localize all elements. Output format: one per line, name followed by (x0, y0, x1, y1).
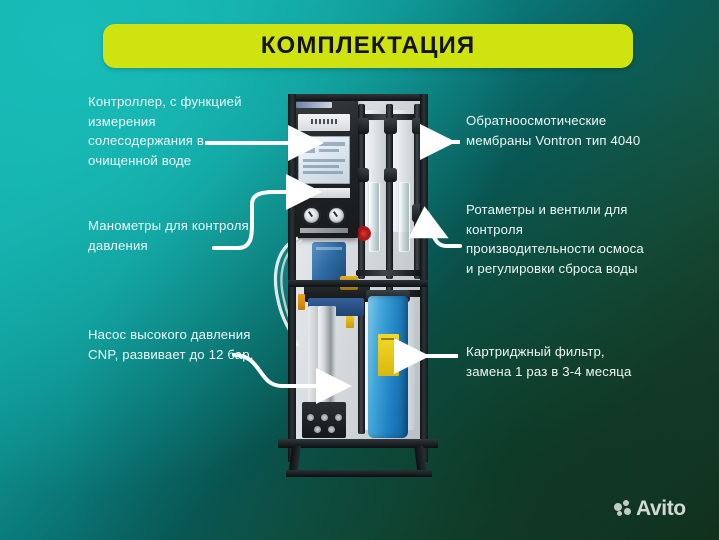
title-banner: КОМПЛЕКТАЦИЯ (103, 24, 633, 68)
valve-fitting (356, 118, 369, 134)
gauge-label-strip (300, 228, 348, 233)
frame-rail (288, 94, 428, 101)
pipe-vertical (414, 104, 421, 279)
frame-rail (288, 94, 296, 462)
callout-controller: Контроллер, с функцией измерения солесод… (88, 94, 242, 168)
frame-rail (420, 94, 428, 462)
frame-foot-bar (286, 470, 432, 477)
red-handle-valve (356, 226, 371, 241)
orange-tag (298, 294, 305, 310)
prefilter-base-manifold (302, 402, 346, 438)
valve-fitting (384, 168, 397, 182)
pipe-vertical (386, 104, 393, 279)
callout-pump: Насос высокого давления CNP, развивает д… (88, 327, 254, 362)
pressure-gauge (302, 206, 321, 225)
controller-display (298, 136, 350, 184)
callout-cartridge: Картриджный фильтр, замена 1 раз в 3-4 м… (466, 344, 632, 379)
callout-manometers: Манометры для контроля давления (88, 218, 249, 253)
callout-rotameters: Ротаметры и вентили для контроля произво… (466, 202, 644, 276)
product-photo (268, 84, 453, 480)
callout-membranes: Обратноосмотические мембраны Vontron тип… (466, 113, 641, 148)
frame-base (278, 439, 438, 448)
panel-brand-strip (296, 102, 332, 108)
pipe-horizontal (356, 270, 422, 276)
rotameter (368, 182, 380, 252)
valve-fitting (384, 118, 397, 134)
page-title: КОМПЛЕКТАЦИЯ (260, 32, 476, 59)
avito-wordmark: Avito (636, 497, 686, 520)
frame-rail (288, 280, 428, 287)
valve-fitting (356, 168, 369, 182)
panel-bottom-strip (298, 188, 350, 198)
pipe-vertical (358, 284, 365, 434)
rotameter (398, 182, 410, 252)
avito-dots-icon (614, 500, 631, 517)
flexible-hose (273, 236, 304, 349)
yellow-tag (346, 316, 354, 328)
pressure-gauge (327, 206, 346, 225)
cartridge-filter-label (378, 334, 399, 376)
panel-info-label (298, 114, 350, 131)
pipe-vertical (358, 104, 365, 279)
avito-watermark: Avito (614, 498, 686, 519)
